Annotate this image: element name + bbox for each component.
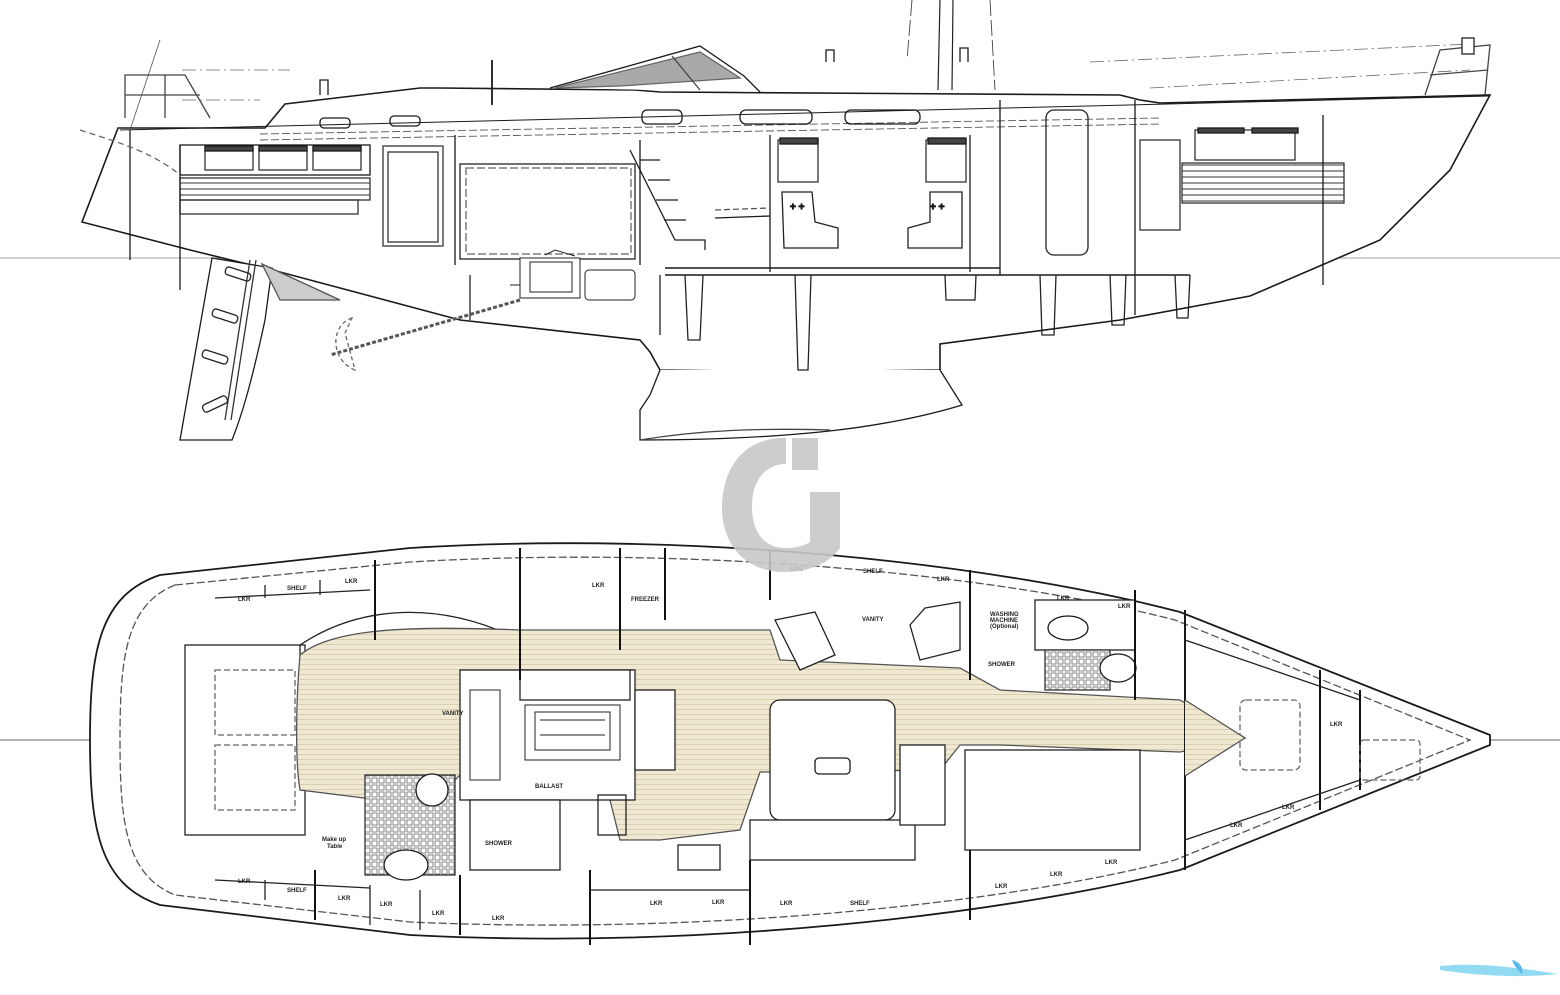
label-freezer: FREEZER [631,597,660,603]
label-lkr: LKR [995,884,1008,890]
engine-plan [524,704,621,761]
label-shelf: SHELF [850,901,870,907]
label-make-up-table: Make up [322,837,346,843]
label-lkr: LKR [790,567,803,573]
label-lkr: LKR [937,577,950,583]
label-lkr: LKR [238,879,251,885]
label-lkr: LKR [432,911,445,917]
label-lkr: LKR [345,579,358,585]
profile-view: + + + + [0,0,1560,441]
label-lkr: LKR [592,583,605,589]
label-washing-machine-optional: (Optional) [990,624,1018,630]
label-lkr: LKR [338,896,351,902]
label-vanity: VANITY [442,711,464,717]
label-lkr: LKR [1282,805,1295,811]
label-washing-machine: MACHINE [990,618,1018,624]
svg-text:+ +: + + [790,202,805,213]
label-lkr: LKR [238,597,251,603]
label-shelf: SHELF [863,569,883,575]
label-shelf: SHELF [287,888,307,894]
label-lkr: LKR [1050,872,1063,878]
label-lkr: LKR [712,900,725,906]
svg-text:+ +: + + [930,202,945,213]
label-lkr: LKR [1057,596,1070,602]
plan-view [0,542,1560,945]
label-vanity: VANITY [862,617,884,623]
label-lkr: LKR [780,901,793,907]
label-washing-machine: WASHING [990,612,1019,618]
label-shower: SHOWER [988,662,1016,668]
label-shelf: SHELF [287,586,307,592]
label-lkr: LKR [1105,860,1118,866]
label-lkr: LKR [1330,722,1343,728]
label-ballast: BALLAST [535,784,563,790]
label-make-up-table: Table [327,844,343,850]
plan-labels: LKR SHELF LKR LKR FREEZER LKR SHELF LKR … [238,567,1343,922]
label-lkr: LKR [1118,604,1131,610]
label-lkr: LKR [380,902,393,908]
label-lkr: LKR [492,916,505,922]
label-shower: SHOWER [485,841,513,847]
label-lkr: LKR [650,901,663,907]
label-lkr: LKR [1230,823,1243,829]
